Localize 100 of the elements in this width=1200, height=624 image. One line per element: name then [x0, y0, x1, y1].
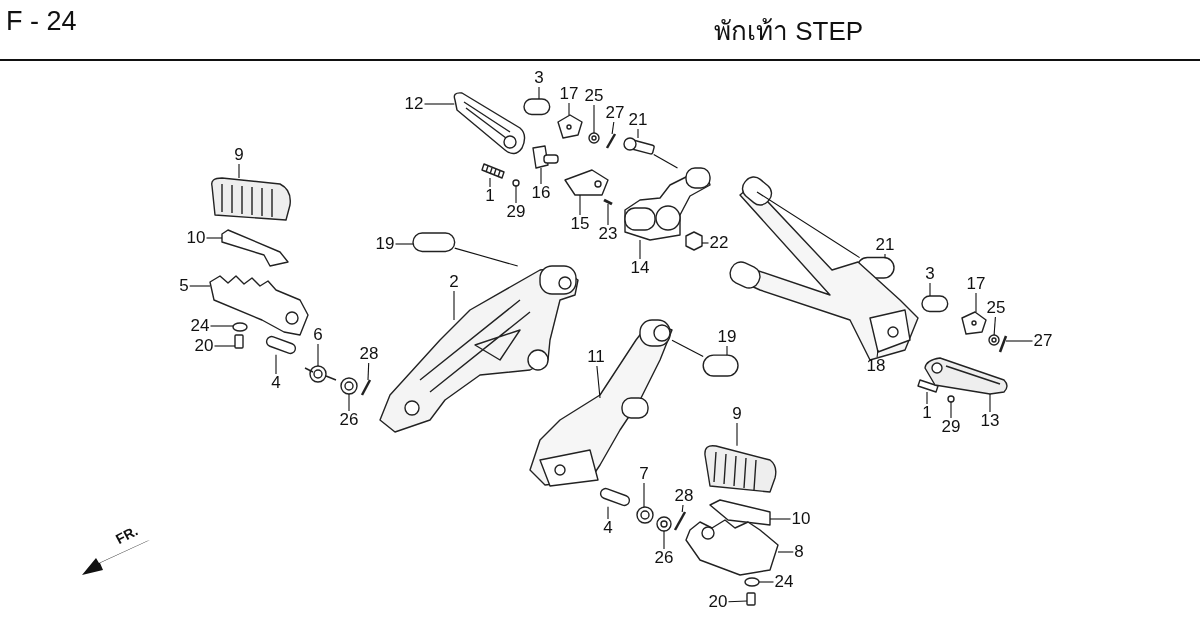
pin-drawing — [673, 511, 687, 531]
leader-line — [238, 163, 240, 179]
leader-line — [453, 290, 455, 321]
leader-line — [769, 518, 792, 520]
leader-line — [579, 194, 581, 216]
leader-line — [538, 86, 540, 100]
arm-drawing — [529, 319, 673, 487]
callout-number: 4 — [602, 519, 614, 537]
callout-number: 2 — [448, 273, 460, 291]
callout-number: 29 — [940, 418, 962, 436]
callout-number: 24 — [189, 317, 211, 335]
callout-number: 9 — [233, 146, 245, 164]
washer-drawing — [656, 516, 672, 532]
leader-line — [568, 102, 570, 116]
leader-line — [663, 530, 665, 550]
leader-line — [348, 393, 350, 412]
spring-drawing — [304, 365, 337, 383]
callout-number: 25 — [985, 299, 1007, 317]
callout-number: 29 — [505, 203, 527, 221]
pin-drawing — [921, 295, 949, 313]
callout-number: 22 — [708, 234, 730, 252]
leader-line — [607, 203, 609, 226]
callout-number: 7 — [638, 465, 650, 483]
leader-line — [736, 422, 738, 447]
rubber-pad-drawing — [704, 445, 777, 493]
callout-number: 23 — [597, 225, 619, 243]
leader-line — [454, 247, 519, 267]
callout-number: 10 — [790, 510, 812, 528]
spring-drawing — [481, 163, 505, 179]
nut-drawing — [685, 231, 703, 251]
plate-drawing — [564, 169, 609, 196]
leader-line — [489, 177, 491, 188]
leader-line — [275, 354, 277, 375]
leader-line — [515, 185, 517, 204]
callout-number: 21 — [627, 111, 649, 129]
leader-line — [643, 482, 645, 508]
callout-number: 27 — [1032, 332, 1054, 350]
callout-number: 27 — [604, 104, 626, 122]
rubber-pad-drawing — [211, 177, 291, 221]
leader-line — [540, 167, 542, 185]
leader-line — [593, 104, 595, 134]
leader-line — [611, 121, 615, 135]
callout-number: 25 — [583, 87, 605, 105]
washer-drawing — [988, 334, 1000, 346]
leader-line — [596, 365, 601, 399]
pin-drawing — [603, 198, 613, 206]
plate-drawing — [221, 229, 289, 267]
callout-number: 17 — [965, 275, 987, 293]
callout-number: 28 — [673, 487, 695, 505]
leader-line — [671, 339, 704, 358]
callout-number: 5 — [178, 277, 190, 295]
leader-line — [975, 292, 977, 313]
ball-drawing — [512, 179, 520, 187]
callout-number: 19 — [374, 235, 396, 253]
callout-number: 19 — [716, 328, 738, 346]
callout-number: 3 — [924, 265, 936, 283]
leader-line — [993, 316, 996, 336]
callout-number: 21 — [874, 236, 896, 254]
leader-line — [726, 345, 728, 356]
leader-line — [701, 242, 710, 244]
callout-number: 12 — [403, 95, 425, 113]
callout-number: 10 — [185, 229, 207, 247]
bolt-drawing — [234, 334, 244, 349]
bracket-drawing — [624, 167, 711, 241]
callout-number: 4 — [270, 374, 282, 392]
footpeg-drawing — [453, 92, 526, 155]
bolt-drawing — [746, 592, 756, 606]
washer-drawing — [232, 322, 248, 332]
callout-number: 26 — [653, 549, 675, 567]
callout-number: 13 — [979, 412, 1001, 430]
leader-line — [929, 282, 931, 297]
leader-line — [213, 345, 236, 347]
leader-line — [189, 285, 211, 287]
bracket-drawing — [379, 265, 579, 433]
page-code: F - 24 — [6, 6, 77, 37]
leader-line — [681, 504, 684, 513]
callout-number: 17 — [558, 85, 580, 103]
plate-drawing — [709, 499, 771, 526]
callout-number: 9 — [731, 405, 743, 423]
callout-number: 1 — [921, 404, 933, 422]
leader-line — [209, 325, 234, 327]
leader-line — [777, 551, 794, 553]
washer-drawing — [744, 577, 760, 587]
front-direction-label: FR. — [113, 522, 141, 548]
leader-line — [317, 343, 319, 367]
bolt-drawing — [702, 354, 739, 377]
callout-number: 1 — [484, 187, 496, 205]
leader-line — [607, 506, 609, 520]
leader-line — [884, 253, 886, 259]
pin-drawing — [360, 379, 372, 396]
callout-number: 14 — [629, 259, 651, 277]
washer-drawing — [340, 377, 358, 395]
callout-number: 26 — [338, 411, 360, 429]
callout-number: 6 — [312, 326, 324, 344]
ball-drawing — [947, 395, 955, 403]
leader-line — [950, 401, 952, 419]
spring-drawing — [636, 506, 654, 524]
leader-line — [727, 600, 748, 603]
holder-drawing — [532, 145, 559, 169]
plate-drawing — [557, 114, 583, 139]
